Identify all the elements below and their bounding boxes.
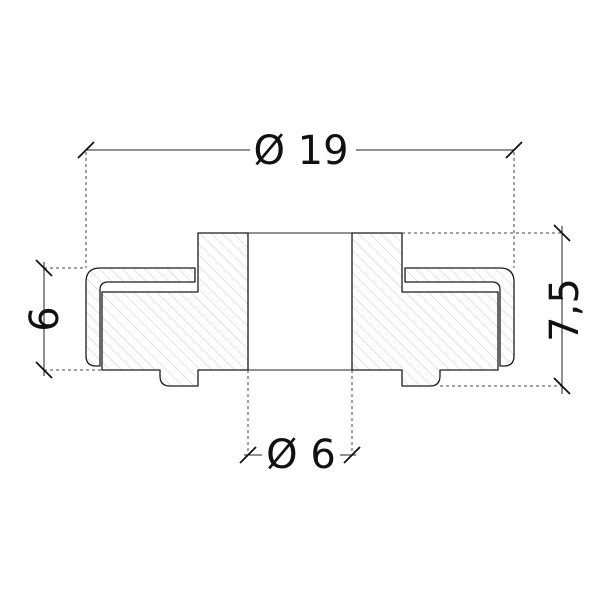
rim-height-dimension: 6 xyxy=(22,259,102,379)
total-height-label: 7,5 xyxy=(542,278,588,342)
left-body xyxy=(101,232,249,387)
outer-diameter-label: Ø 19 xyxy=(253,128,348,174)
total-height-dimension: 7,5 xyxy=(402,224,588,395)
inner-diameter-dimension: Ø 6 xyxy=(239,370,361,478)
left-cap-shell xyxy=(85,267,196,367)
outer-diameter-dimension: Ø 19 xyxy=(77,128,523,268)
right-body xyxy=(351,232,499,387)
right-cap-shell xyxy=(404,267,515,367)
rim-height-label: 6 xyxy=(22,306,68,331)
left-section xyxy=(85,232,249,387)
inner-diameter-label: Ø 6 xyxy=(266,432,336,478)
right-section xyxy=(351,232,515,387)
